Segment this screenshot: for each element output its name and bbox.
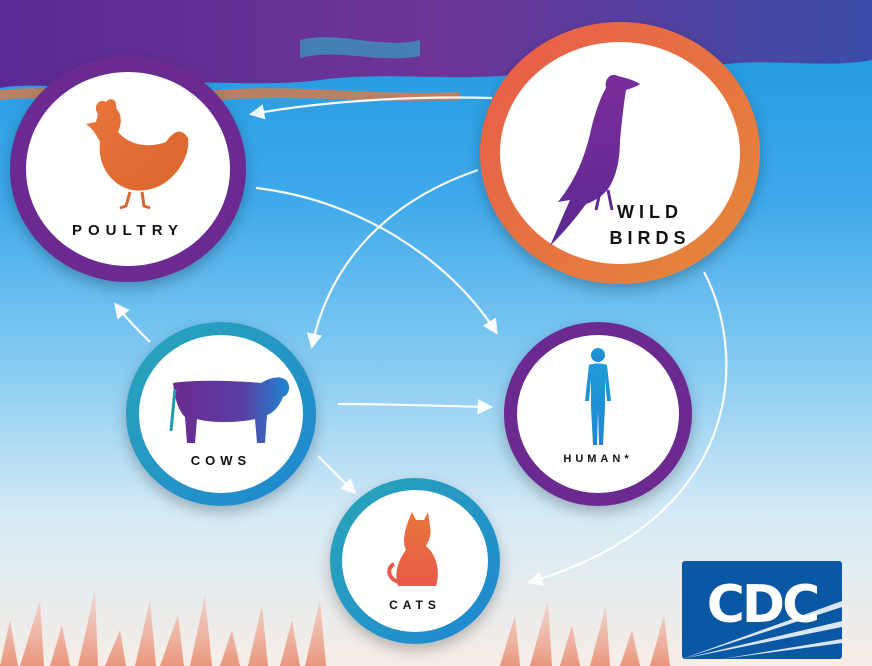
- wild-birds-label-line2: BIRDS: [609, 228, 691, 248]
- arrow-wildbirds-to-cats: [527, 271, 728, 586]
- cow-icon: [169, 377, 290, 443]
- cows-node: COWS: [126, 322, 316, 506]
- arrow-cows-to-human: [337, 399, 494, 415]
- wild-bird-icon: [550, 74, 640, 246]
- cats-label: CATS: [389, 598, 441, 612]
- poultry-node: POULTRY: [10, 56, 246, 282]
- cows-label: COWS: [190, 453, 252, 468]
- poultry-label: POULTRY: [72, 222, 184, 239]
- cat-icon: [387, 512, 438, 586]
- human-icon: [585, 348, 611, 445]
- chicken-icon: [86, 99, 189, 210]
- arrow-cows-to-poultry: [114, 302, 151, 343]
- wild-birds-node: WILD BIRDS: [480, 22, 760, 284]
- cdc-logo-text: CDC: [706, 575, 821, 635]
- arrow-poultry-to-human: [255, 186, 498, 335]
- wild-birds-label-line1: WILD: [617, 202, 683, 222]
- cats-node: CATS: [330, 478, 500, 644]
- cloud-teal: [300, 37, 420, 59]
- human-label: HUMAN*: [563, 453, 633, 465]
- human-node: HUMAN*: [504, 322, 692, 506]
- cdc-logo-graphic: [682, 601, 842, 659]
- grass: [0, 590, 670, 666]
- arrow-cows-to-cats: [317, 455, 357, 495]
- arrow-wildbirds-to-poultry: [248, 96, 493, 120]
- arrow-wildbirds-to-cows: [306, 168, 479, 350]
- cdc-logo: CDC: [682, 561, 842, 659]
